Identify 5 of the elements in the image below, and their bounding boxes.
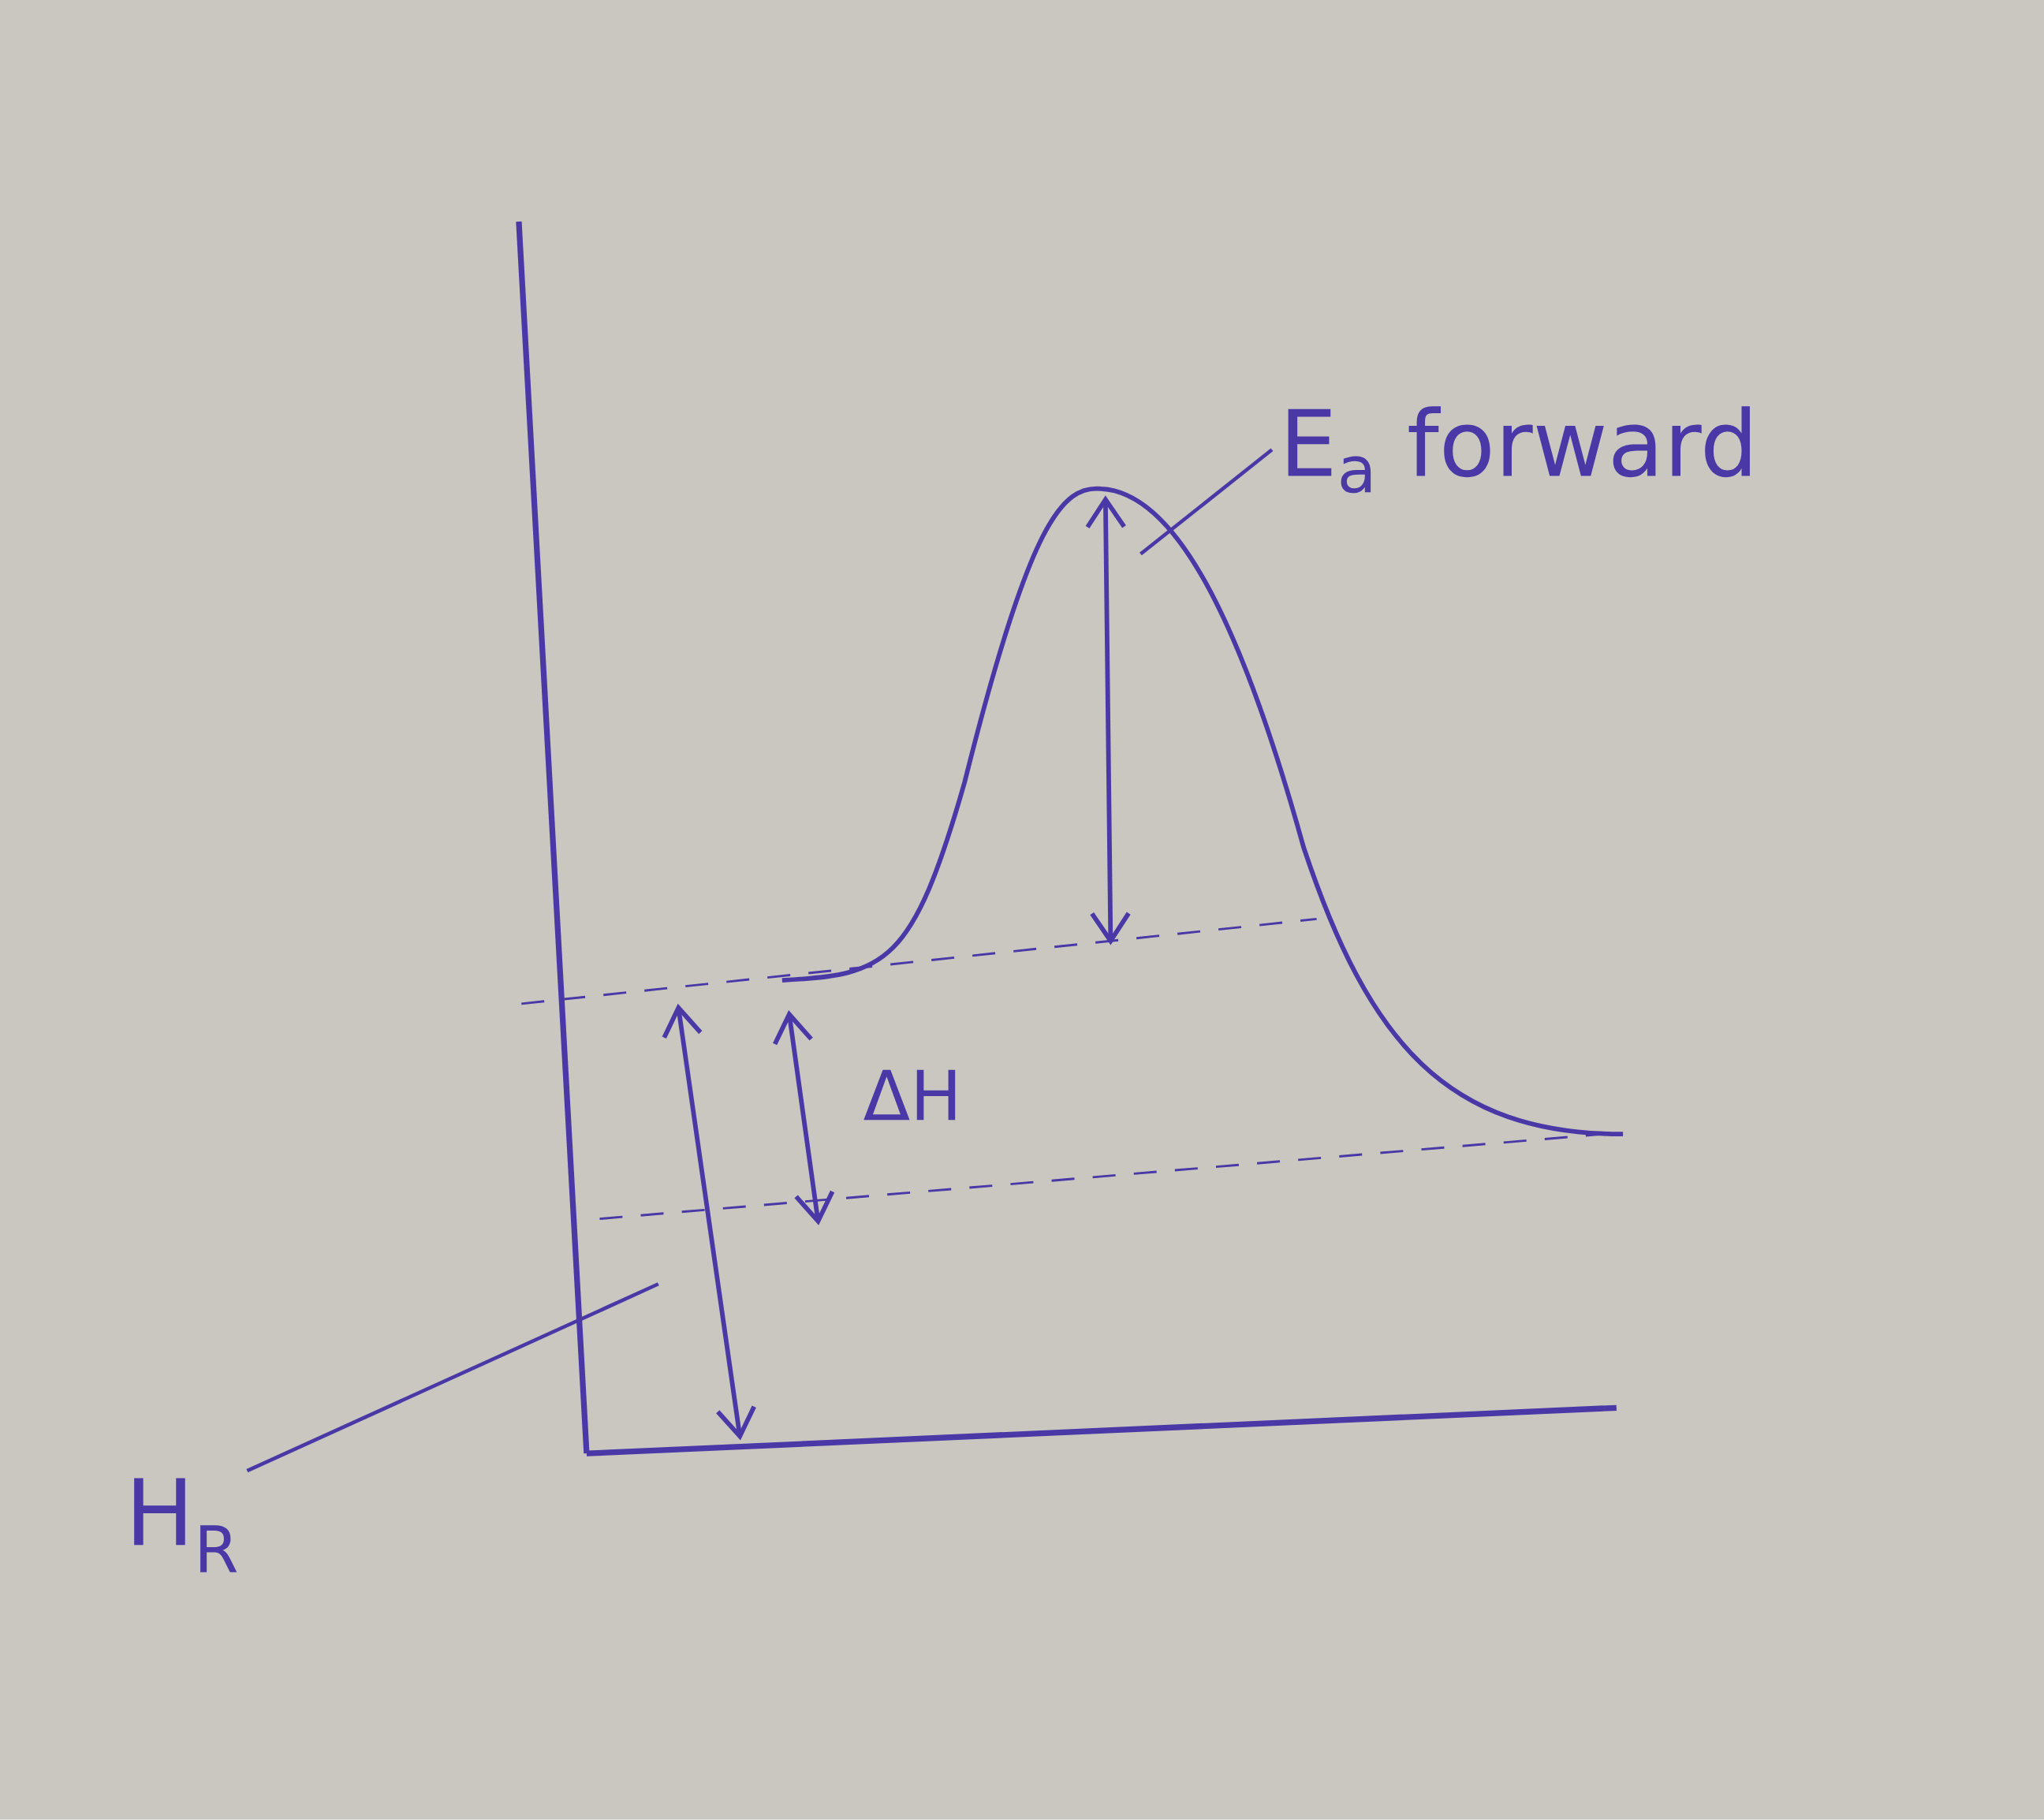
text-label: H$_{R}$ <box>134 1478 237 1572</box>
text-label: ΔH <box>863 1069 956 1121</box>
leader-line <box>246 1282 659 1473</box>
leader-line <box>1139 448 1274 556</box>
text-label: E$_{a}$ forward <box>1288 406 1750 494</box>
